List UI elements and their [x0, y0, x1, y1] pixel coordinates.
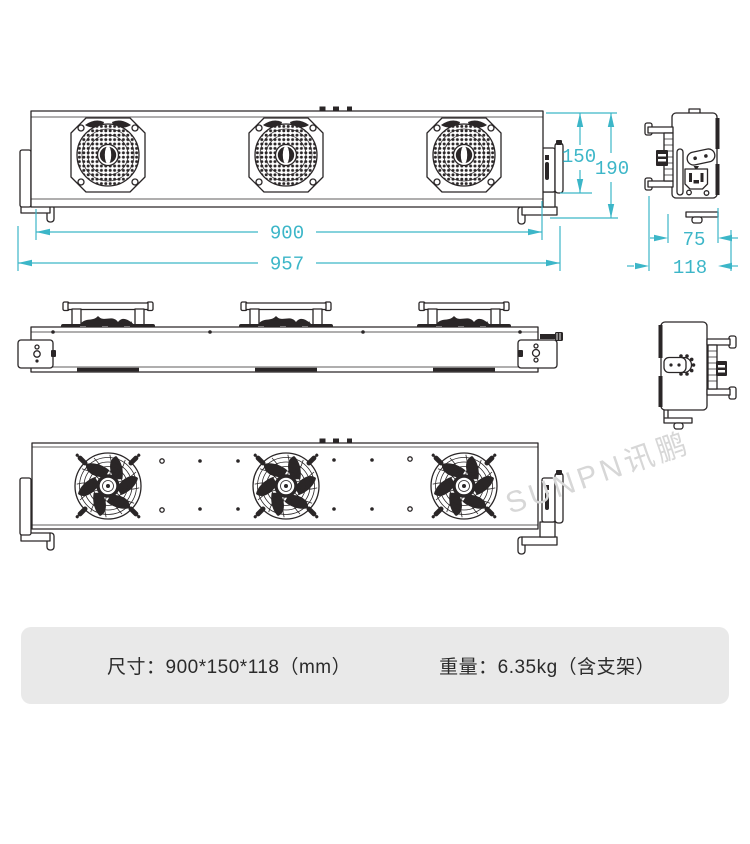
dim-total-height: 190: [595, 158, 629, 180]
fan-front-1: [70, 117, 146, 193]
fan-front-3: [426, 117, 502, 193]
adjust-knob: [663, 354, 696, 376]
side-view-top: [644, 108, 720, 224]
bottom-view: [19, 438, 564, 555]
dim-total-depth: 118: [673, 257, 707, 279]
dim-outer-width: 957: [270, 254, 304, 276]
mounting-holes: [159, 456, 413, 513]
fan-profile: [644, 122, 674, 191]
fan-profile: [706, 335, 737, 400]
dimensions: 900 957 150 190 75 118: [17, 112, 738, 279]
power-inlet: [684, 168, 709, 190]
spec-weight-text: 重量：6.35kg（含支架）: [439, 657, 656, 678]
spec-panel: 尺寸：900*150*118（mm） 重量：6.35kg（含支架）: [21, 627, 729, 704]
end-plate-right: [517, 332, 563, 369]
top-view: [17, 301, 563, 373]
mount-arm: [686, 148, 716, 166]
end-plate-left: [17, 339, 56, 369]
fan-front-2: [248, 117, 324, 193]
front-view: [19, 106, 564, 225]
side-view-middle: [658, 321, 737, 430]
dim-body-height: 150: [562, 146, 596, 168]
dim-inner-width: 900: [270, 223, 304, 245]
technical-drawing: 900 957 150 190 75 118 SUNPN讯鹏: [17, 106, 738, 555]
dim-body-depth: 75: [683, 229, 706, 251]
spec-size-text: 尺寸：900*150*118（mm）: [107, 657, 352, 678]
